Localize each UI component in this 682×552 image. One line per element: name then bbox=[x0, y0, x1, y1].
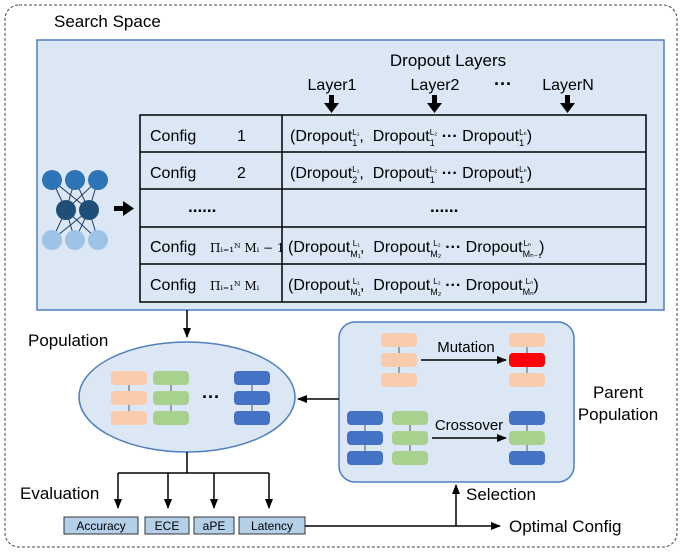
config-label: Config bbox=[150, 128, 196, 145]
config-index: 1 bbox=[237, 128, 246, 145]
crossover-parent-blue bbox=[347, 411, 383, 465]
evaluation-lines bbox=[114, 452, 273, 509]
layer-label-1: Layer1 bbox=[308, 77, 357, 94]
metric-boxes bbox=[63, 516, 306, 535]
dropout-tuple: (Dropout2L₁, Dropout1L₂ ··· Dropout1Lₙ) bbox=[290, 165, 532, 185]
population-net-peach bbox=[111, 371, 147, 425]
metric-box-ape bbox=[193, 516, 235, 535]
values-ellipsis: ...... bbox=[430, 197, 458, 216]
mutation-label: Mutation bbox=[437, 339, 495, 356]
config-index: 2 bbox=[237, 165, 246, 182]
selection-label: Selection bbox=[466, 485, 536, 504]
config-table bbox=[139, 114, 647, 303]
population-net-green bbox=[153, 371, 189, 425]
dropout-layers-label: Dropout Layers bbox=[390, 51, 506, 70]
layer-label-2: Layer2 bbox=[411, 77, 460, 94]
metric-box-ece bbox=[144, 516, 190, 535]
crossover-result-net bbox=[509, 411, 545, 465]
metric-box-accuracy bbox=[63, 516, 139, 535]
config-label: Config bbox=[150, 277, 196, 294]
mutation-result-net bbox=[509, 333, 545, 387]
mutation-source-net bbox=[381, 333, 417, 387]
metric-ape: aPE bbox=[203, 519, 226, 533]
layer-ellipsis: ··· bbox=[494, 74, 512, 94]
evaluation-label: Evaluation bbox=[20, 484, 99, 503]
search-space-title: Search Space bbox=[54, 12, 161, 31]
network-to-table-arrow bbox=[114, 201, 134, 216]
metric-accuracy: Accuracy bbox=[76, 519, 125, 533]
crossover-label: Crossover bbox=[435, 417, 503, 434]
dropout-tuple: (Dropout1L₁, Dropout1L₂ ··· Dropout1Lₙ) bbox=[290, 128, 532, 148]
population-net-blue bbox=[234, 371, 270, 425]
dropout-tuple: (DropoutM₁L₁, DropoutM₂L₂ ··· DropoutMₙ₋… bbox=[288, 239, 544, 259]
layer-arrows bbox=[324, 95, 575, 113]
config-index-product: Πᵢ₌₁ᴺ Mᵢ − 1 bbox=[210, 241, 284, 255]
config-ellipsis: ...... bbox=[188, 197, 216, 216]
population-label: Population bbox=[28, 331, 108, 350]
outer-border bbox=[4, 4, 678, 548]
layer-label-n: LayerN bbox=[542, 77, 594, 94]
metric-ece: ECE bbox=[155, 519, 180, 533]
parent-label-line2: Population bbox=[578, 405, 658, 424]
config-label: Config bbox=[150, 165, 196, 182]
neural-network-icon bbox=[42, 170, 108, 250]
search-space-panel bbox=[36, 39, 665, 311]
crossover-parent-green bbox=[392, 411, 428, 465]
population-ellipsis: ··· bbox=[202, 387, 220, 407]
config-label: Config bbox=[150, 239, 196, 256]
config-index-product: Πᵢ₌₁ᴺ Mᵢ bbox=[210, 279, 260, 293]
parent-label-line1: Parent bbox=[593, 383, 643, 402]
metric-latency: Latency bbox=[251, 519, 293, 533]
optimal-config-label: Optimal Config bbox=[509, 517, 621, 536]
